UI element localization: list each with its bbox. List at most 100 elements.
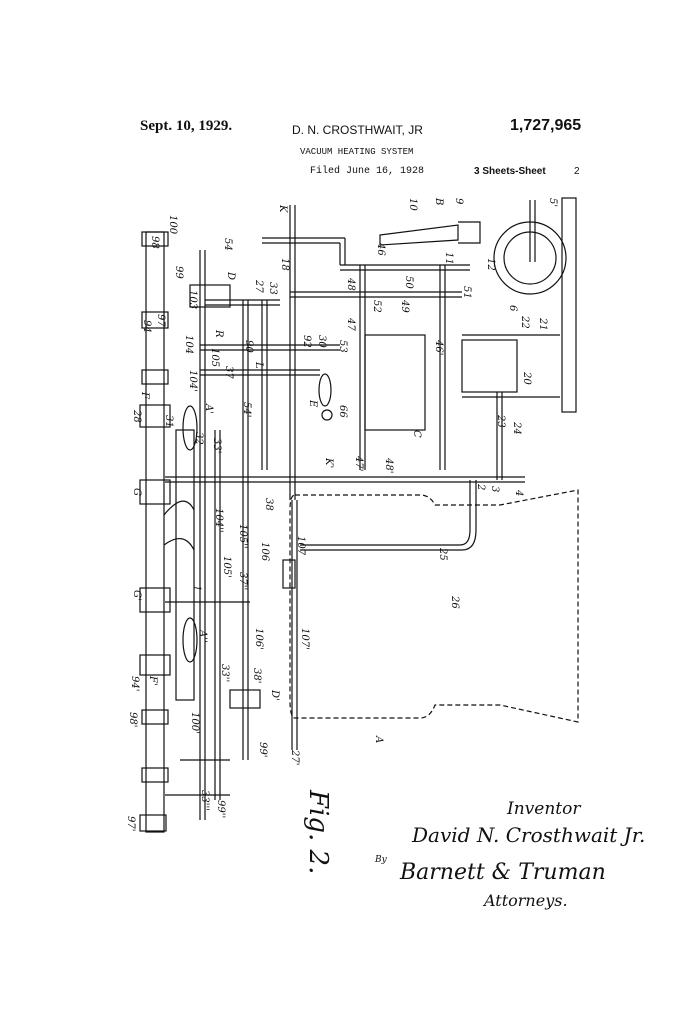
reference-label: 18 (279, 258, 290, 271)
reference-label: 21 (537, 317, 548, 331)
reference-label: 20 (521, 371, 532, 385)
upper-horizontal (262, 237, 470, 271)
reference-label: 37 (223, 366, 234, 379)
cross-pipes (200, 299, 340, 376)
patent-date: Sept. 10, 1929. (140, 118, 233, 134)
riser-pipe-k (289, 205, 298, 750)
pipe-fittings (139, 231, 195, 832)
reference-label: 50 (403, 276, 414, 289)
reference-label: 31 (163, 415, 174, 428)
reference-label: 104 (183, 335, 194, 354)
reference-label: F' (147, 675, 158, 686)
reference-label: 105' (221, 556, 232, 578)
reference-label: K' (323, 457, 334, 468)
reference-label: 106' (253, 628, 264, 650)
pipe-k-prime (290, 291, 462, 298)
reference-label: D (225, 271, 236, 280)
reference-label: 3 (489, 486, 500, 492)
tank-supports (462, 334, 560, 480)
reference-label: 10 (407, 198, 418, 211)
reference-label: 47' (353, 455, 364, 471)
diaphragm-a-double-prime (182, 617, 198, 663)
reference-label: A (373, 735, 384, 743)
pump-shaft (529, 200, 536, 262)
attorneys-caption: Attorneys. (484, 891, 568, 910)
reference-label: 38 (263, 498, 274, 511)
horizontal-main (165, 476, 525, 483)
reference-label: 48 (345, 277, 356, 291)
reference-label: 94 (141, 320, 152, 333)
reference-label: 100' (189, 712, 200, 734)
reference-label: 33' (211, 438, 222, 453)
attorneys-signature: Barnett & Truman (400, 860, 606, 885)
reference-label: 38' (251, 668, 262, 683)
diaphragm-e (318, 373, 332, 407)
reference-label: 6 (507, 305, 518, 312)
inventor-header: D. N. CROSTHWAIT, JR (292, 123, 423, 137)
reference-label: 94' (129, 676, 140, 691)
trap-fitting (282, 559, 296, 589)
inventor-signature: David N. Crosthwait Jr. (412, 823, 646, 847)
reference-label: G' (131, 590, 142, 601)
piping (139, 205, 525, 833)
reference-label: 66 (337, 405, 348, 418)
reference-label: 97 (155, 314, 166, 327)
reference-label: 5' (547, 198, 558, 207)
reference-label: 33 (267, 282, 278, 295)
reference-label: 106 (259, 542, 270, 562)
reference-label: L (253, 361, 264, 369)
reference-label: 23 (495, 414, 506, 428)
reference-label: 100 (167, 215, 178, 235)
valve-d (189, 284, 231, 308)
reference-label: 26 (449, 595, 460, 609)
reference-label: 99'' (215, 800, 226, 818)
reference-label: 48' (383, 457, 394, 473)
reference-label: K (277, 204, 288, 213)
reference-label: 22 (519, 315, 530, 329)
reference-label: 28 (131, 409, 142, 423)
reference-label: 12 (485, 258, 496, 271)
reference-label: C (411, 430, 422, 438)
reference-label: 1 (191, 585, 202, 591)
lower-cross-pipes (165, 601, 250, 796)
radiator-outline-a (289, 489, 579, 723)
patent-number: 1,727,965 (510, 117, 582, 134)
reference-label: 52 (371, 300, 382, 313)
reference-label: R (213, 329, 224, 338)
reference-label: 37'' (237, 572, 248, 590)
sheet-count: 3 Sheets-Sheet (474, 166, 546, 177)
reference-label: 4 (513, 489, 524, 496)
valve-d-prime (229, 689, 261, 709)
reference-label: 33'' (219, 664, 230, 682)
reference-label: 104'' (213, 508, 224, 533)
reference-label: 99 (173, 266, 184, 279)
filed-date: Filed June 16, 1928 (310, 166, 425, 177)
inventor-caption: Inventor (507, 799, 581, 819)
reference-label: D' (269, 689, 280, 701)
reference-label: 107 (295, 536, 306, 556)
reference-label: 33''' (199, 790, 210, 811)
reference-label: 51 (461, 286, 472, 299)
reference-label: 30 (316, 335, 327, 348)
by-label: By (375, 855, 387, 865)
branch-pipes (199, 250, 268, 820)
reference-label: 46 (375, 242, 386, 256)
sheet-number: 2 (574, 166, 580, 177)
boiler-feed-pipes (359, 265, 446, 470)
reference-label: 104' (187, 370, 198, 392)
reference-label: 2 (475, 483, 486, 490)
reference-label: 9 (453, 198, 464, 205)
pipe-b (379, 221, 481, 246)
reference-label: F (139, 391, 150, 400)
reference-label: 27' (289, 749, 300, 765)
reference-label: 54' (241, 402, 252, 417)
return-pipe (175, 429, 195, 701)
reference-label: G (131, 488, 142, 496)
reference-label: 103 (187, 290, 198, 309)
reference-label: 46' (433, 339, 444, 355)
float-66 (321, 409, 333, 421)
figure-label: Fig. 2. (303, 789, 333, 874)
boiler-c (364, 334, 426, 431)
